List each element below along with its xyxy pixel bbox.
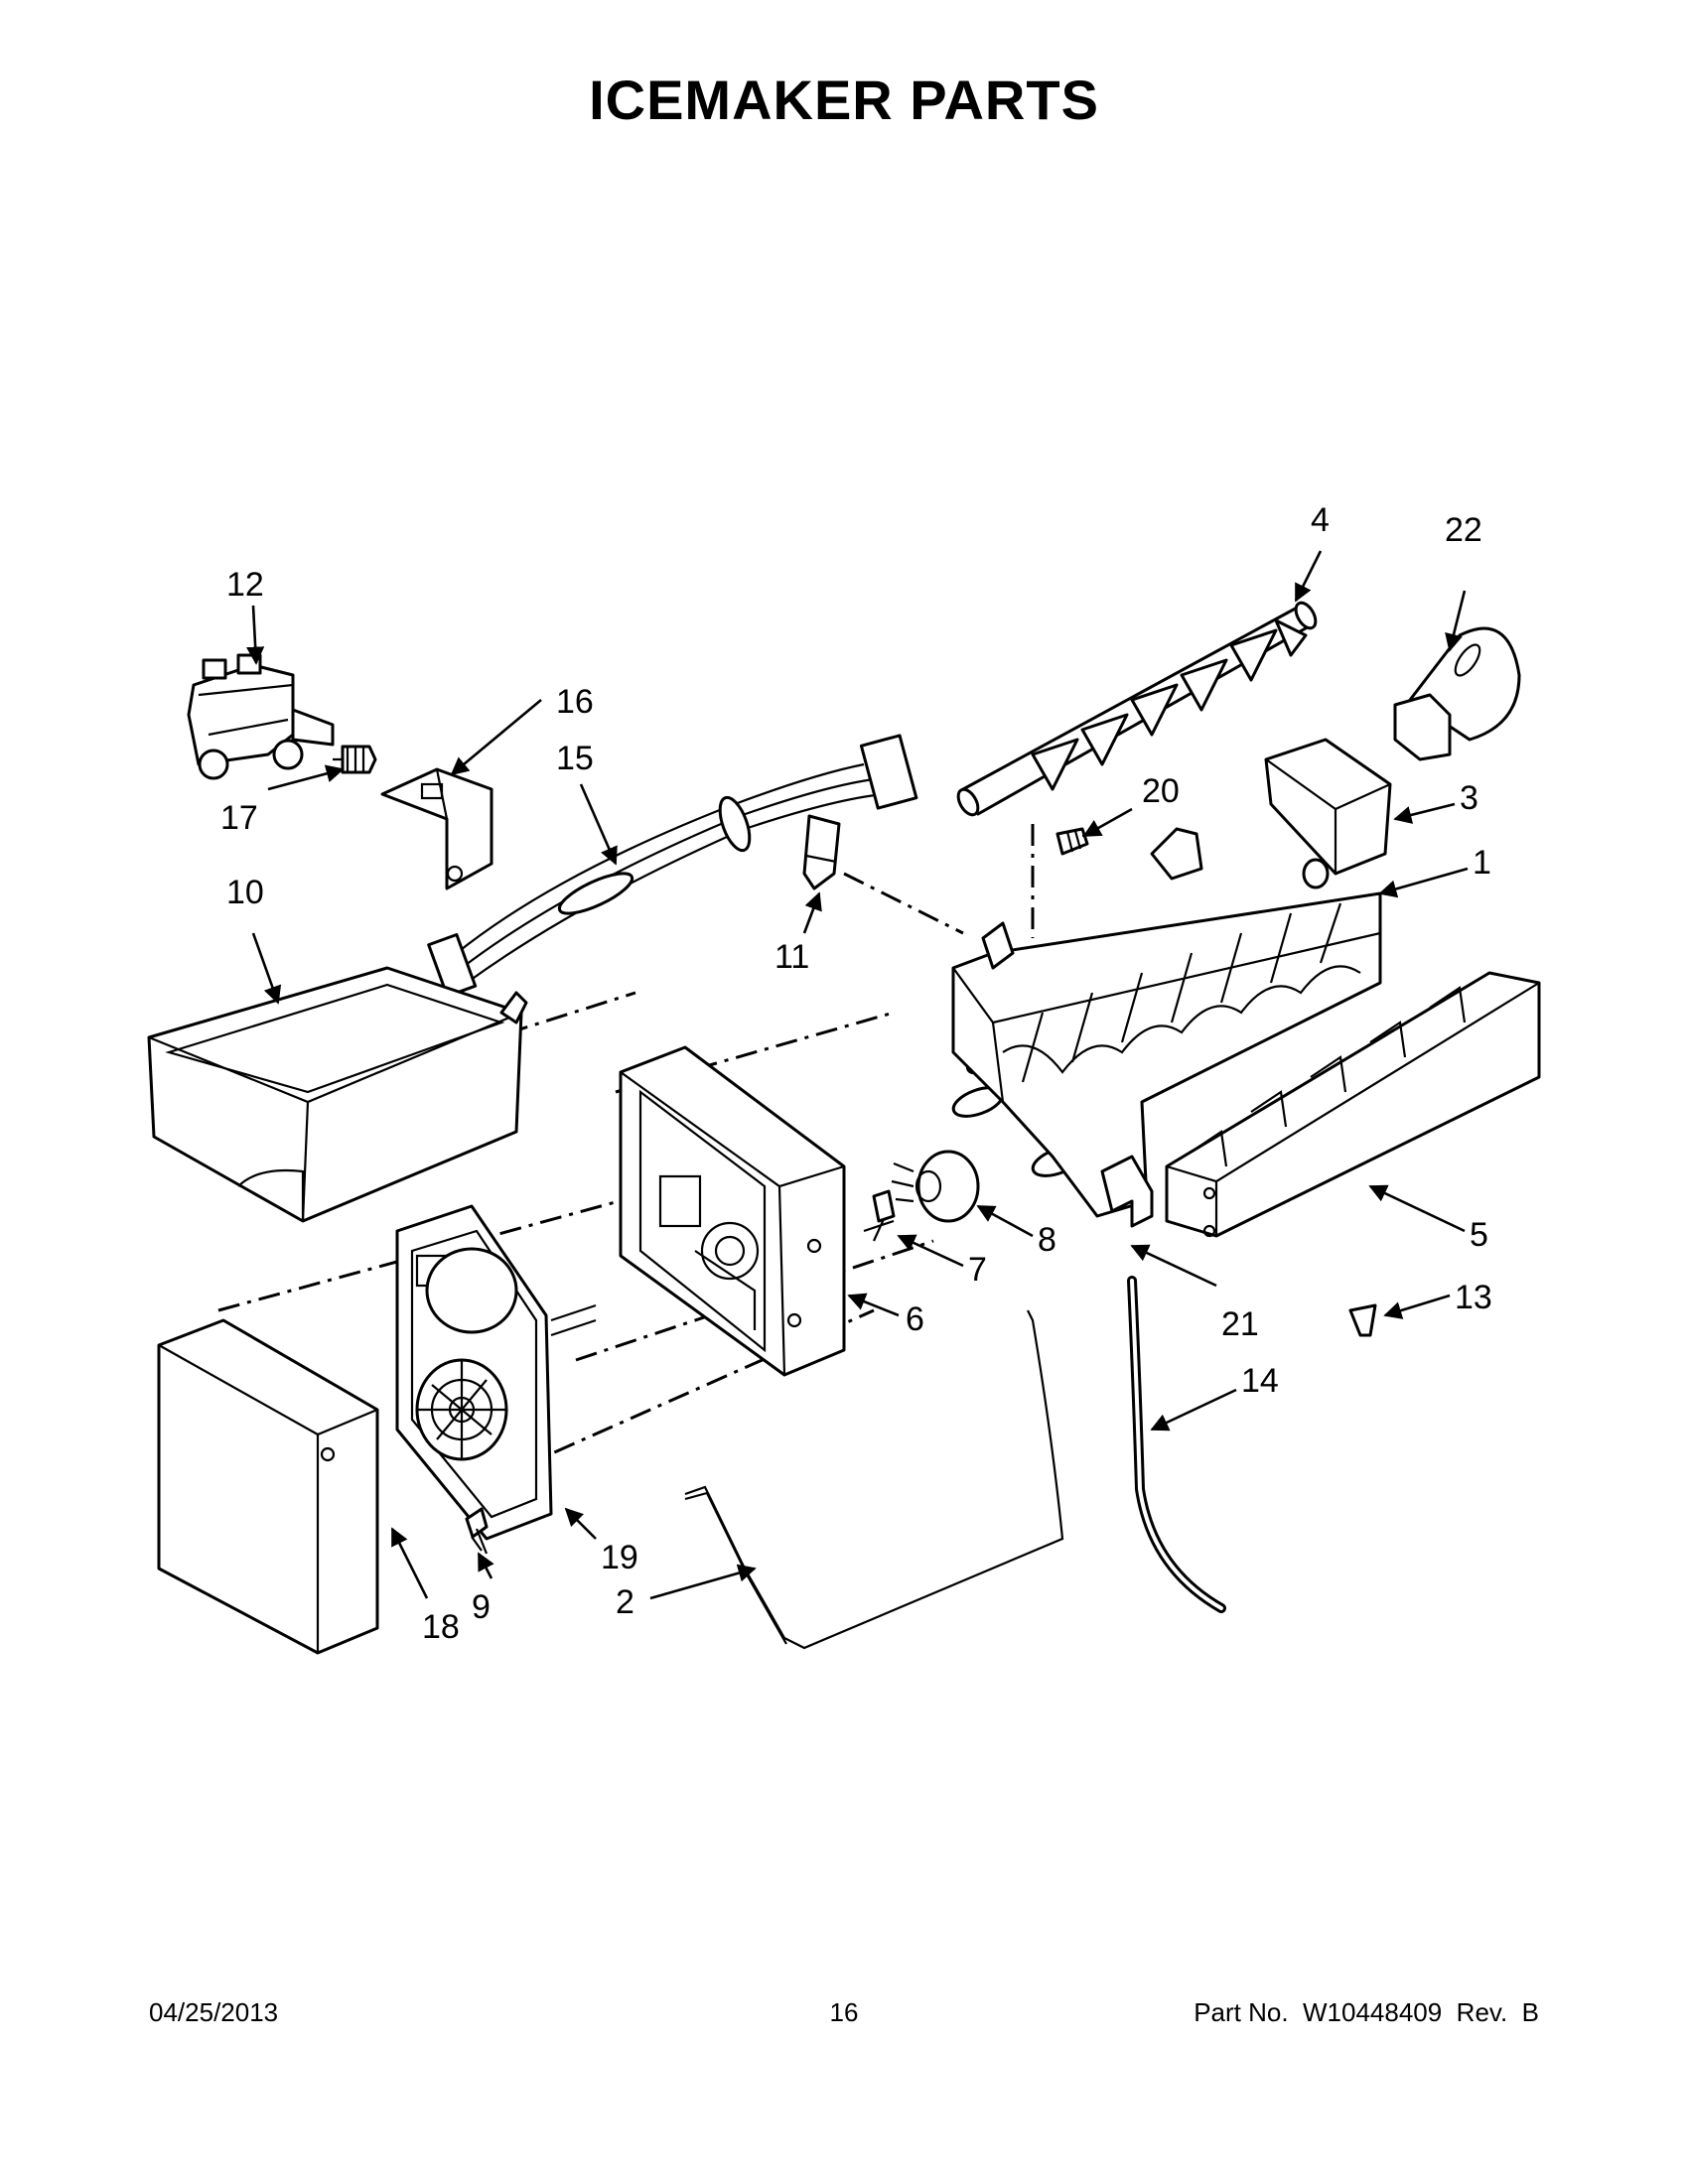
callout-2: 2: [616, 1583, 634, 1621]
callout-12: 12: [226, 566, 264, 604]
mold-part-1: [951, 827, 1382, 1218]
callout-1: 1: [1473, 844, 1491, 882]
callout-16: 16: [556, 683, 594, 721]
callout-7: 7: [968, 1251, 987, 1289]
screw-part-17: [333, 745, 377, 774]
callout-11: 11: [774, 938, 809, 976]
callout-13: 13: [1455, 1279, 1492, 1316]
screw-part-20: [1055, 827, 1098, 856]
page-title: ICEMAKER PARTS: [589, 68, 1099, 131]
callout-17: 17: [220, 799, 258, 837]
ejector-part-4: [956, 601, 1318, 817]
callout-6: 6: [906, 1300, 924, 1338]
guide-part-3: [1264, 738, 1392, 889]
callout-21: 21: [1221, 1305, 1259, 1343]
thermostat-part-8: [891, 1150, 980, 1223]
housing-part-6: [619, 1045, 846, 1377]
callout-9: 9: [472, 1588, 491, 1626]
callout-4: 4: [1311, 501, 1330, 539]
bracket-part-16: [380, 767, 493, 890]
callout-15: 15: [556, 740, 594, 777]
callout-19: 19: [601, 1539, 638, 1576]
callout-14: 14: [1241, 1362, 1279, 1400]
pin-part-7: [863, 1189, 896, 1242]
plug-part-13: [1348, 1303, 1377, 1337]
tube-part-14: [1127, 1276, 1226, 1613]
wire-arm-part-2: [684, 1309, 1064, 1650]
cover-part-18: [157, 1318, 379, 1655]
leader-arrows: [246, 550, 1469, 1600]
callout-10: 10: [226, 874, 264, 911]
callout-numbers: 1 2 3 4 5 6 7 8 9 10 11 12 13 14 15 16 1…: [220, 501, 1492, 1646]
motor-plate-part-19: [395, 1204, 597, 1541]
callout-8: 8: [1038, 1221, 1056, 1259]
callout-18: 18: [422, 1608, 460, 1646]
stripper-part-5: [1165, 971, 1541, 1238]
clip-part-11: [802, 814, 841, 890]
cam-part-22: [1393, 626, 1521, 761]
water-valve-part-12: [187, 653, 335, 780]
footer-part-number: Part No. W10448409 Rev. B: [1194, 1997, 1539, 2027]
screw-part-9: [465, 1507, 489, 1555]
callout-22: 22: [1445, 511, 1482, 549]
footer-page-number: 16: [829, 1997, 859, 2027]
ice-bin-part-10: [147, 966, 528, 1223]
wire-harness-part-15: [427, 734, 918, 998]
footer-date: 04/25/2013: [149, 1997, 279, 2027]
clip-part-21: [1100, 1155, 1154, 1228]
callout-20: 20: [1142, 772, 1180, 810]
callout-5: 5: [1470, 1216, 1488, 1254]
callout-3: 3: [1460, 779, 1478, 817]
